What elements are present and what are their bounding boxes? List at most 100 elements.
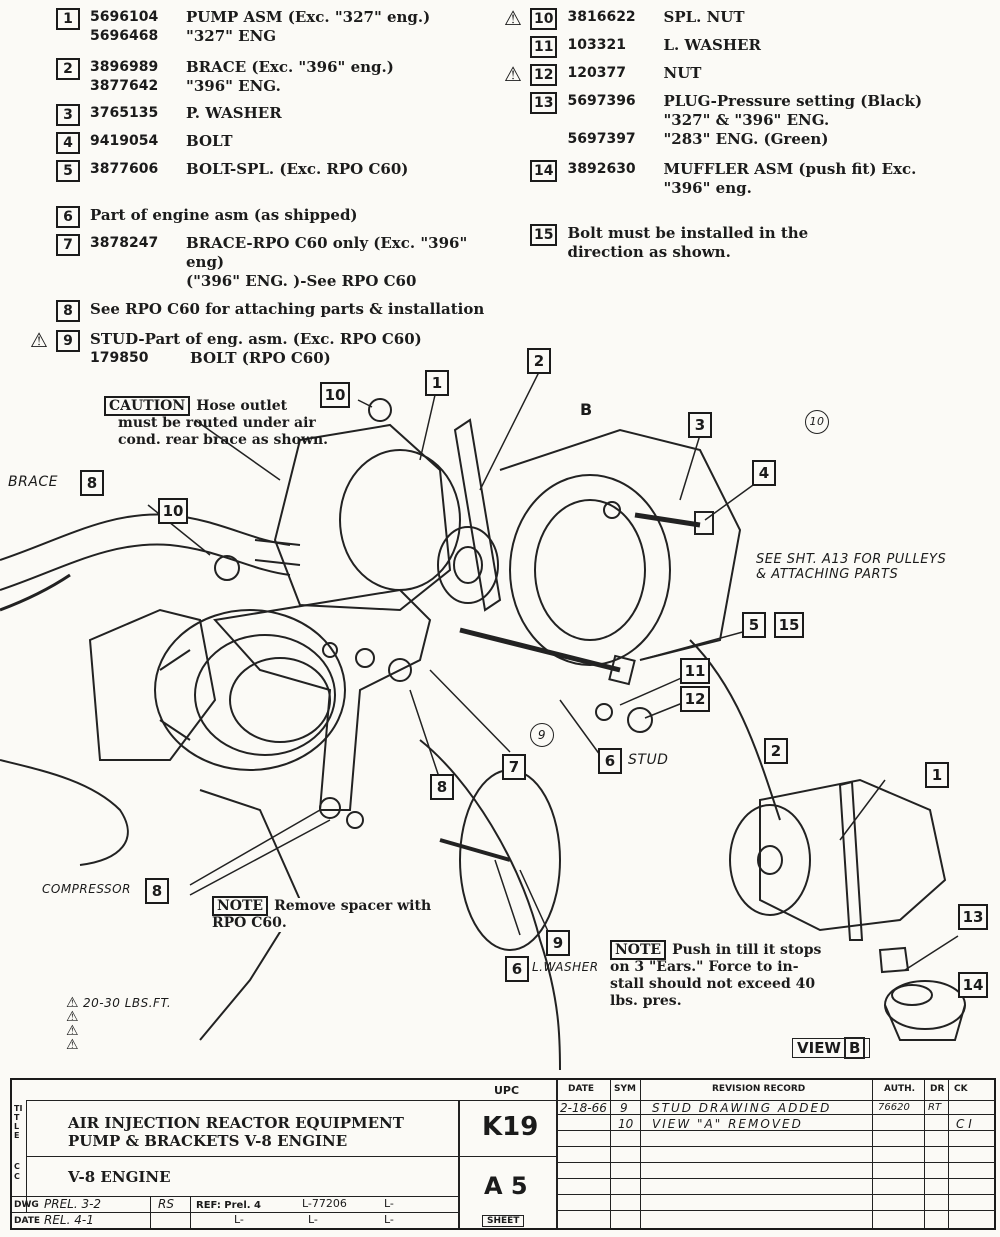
view-b-arrow-label: B bbox=[580, 400, 593, 419]
ref-number: L- bbox=[308, 1213, 318, 1226]
divider bbox=[610, 1080, 611, 1228]
item-number: 15 bbox=[530, 224, 558, 246]
part-description: See RPO C60 for attaching parts & instal… bbox=[90, 300, 485, 318]
part-description: BRACE (Exc. "396" eng.)"396" ENG. bbox=[186, 58, 394, 95]
part-description: SPL. NUT bbox=[663, 8, 745, 26]
part-row-4: 4 9419054 BOLT bbox=[56, 132, 233, 154]
note-tag: NOTE bbox=[212, 896, 269, 916]
part-number: 3816622 bbox=[567, 9, 636, 25]
callout-15: 15 bbox=[774, 612, 804, 638]
revision-auth: 76620 bbox=[878, 1102, 910, 1113]
ck-header: CK bbox=[954, 1084, 968, 1094]
warning-triangle-icon: ⚠ bbox=[504, 62, 522, 86]
date-label: DATE bbox=[14, 1216, 41, 1226]
divider bbox=[190, 1196, 191, 1228]
torque-spec: ⚠ 20-30 LBS.FT. ⚠ ⚠ ⚠ bbox=[66, 995, 172, 1053]
compressor-label: COMPRESSOR bbox=[42, 882, 131, 896]
callout-6: 6 bbox=[598, 748, 622, 774]
revision-header: REVISION RECORD bbox=[712, 1084, 806, 1094]
part-row-7: 7 3878247 BRACE-RPO C60 only (Exc. "396"… bbox=[56, 234, 467, 291]
part-row-8: 8 See RPO C60 for attaching parts & inst… bbox=[56, 300, 484, 322]
circle-label: 9 bbox=[530, 723, 554, 747]
ref-number: L- bbox=[384, 1197, 394, 1210]
callout-10: 10 bbox=[320, 382, 350, 408]
part-row-6: 6 Part of engine asm (as shipped) bbox=[56, 206, 358, 228]
item-number: 7 bbox=[56, 234, 80, 256]
see-sheet-note: SEE SHT. A13 FOR PULLEYS & ATTACHING PAR… bbox=[756, 552, 947, 582]
item-number: 12 bbox=[530, 64, 558, 86]
drawing-title-line2: PUMP & BRACKETS V-8 ENGINE bbox=[68, 1132, 348, 1150]
sheet-code: A 5 bbox=[484, 1172, 528, 1200]
lock-washer-label: L.WASHER bbox=[532, 960, 599, 974]
part-row-11: 11 103321 L. WASHER bbox=[530, 36, 761, 58]
brace-label: BRACE bbox=[8, 474, 59, 490]
callout-2b: 2 bbox=[764, 738, 788, 764]
part-number: 120377 bbox=[567, 65, 626, 81]
callout-8: 8 bbox=[80, 470, 104, 496]
part-description: BOLT bbox=[186, 132, 233, 150]
part-number: 3765135 bbox=[90, 105, 159, 121]
title-block: UPC DATE SYM REVISION RECORD AUTH. DR CK… bbox=[10, 1078, 996, 1230]
item-number: 10 bbox=[530, 8, 558, 30]
ref-number: L- bbox=[384, 1213, 394, 1226]
callout-13: 13 bbox=[958, 904, 988, 930]
divider bbox=[12, 1196, 458, 1197]
cc-side-label: C C bbox=[14, 1162, 20, 1181]
revision-sym: 10 bbox=[618, 1117, 634, 1131]
part-description: MUFFLER ASM (push fit) Exc."396" eng. bbox=[663, 160, 917, 197]
part-row-5: 5 3877606 BOLT-SPL. (Exc. RPO C60) bbox=[56, 160, 408, 182]
item-number: 3 bbox=[56, 104, 80, 126]
divider bbox=[640, 1080, 641, 1228]
divider bbox=[556, 1210, 996, 1211]
warning-triangle-icon: ⚠ bbox=[66, 1037, 79, 1053]
item-number: 1 bbox=[56, 8, 80, 30]
ref-number: L-77206 bbox=[302, 1197, 347, 1210]
part-description: P. WASHER bbox=[186, 104, 282, 122]
item-number: 14 bbox=[530, 160, 558, 182]
callout-8b: 8 bbox=[430, 774, 454, 800]
dwg-label: DWG bbox=[14, 1200, 39, 1210]
upc-header: UPC bbox=[494, 1084, 520, 1097]
callout-14: 14 bbox=[958, 972, 988, 998]
divider bbox=[26, 1156, 458, 1157]
divider bbox=[458, 1100, 460, 1228]
callout-8c: 8 bbox=[145, 878, 169, 904]
revision-date: 2-18-66 bbox=[560, 1101, 607, 1115]
drafter-initials: RS bbox=[158, 1197, 174, 1211]
callout-9: 9 bbox=[546, 930, 570, 956]
part-description: PUMP ASM (Exc. "327" eng.)"327" ENG bbox=[186, 8, 431, 45]
divider bbox=[556, 1130, 996, 1131]
callout-6b: 6 bbox=[505, 956, 529, 982]
divider bbox=[948, 1080, 949, 1228]
revision-desc: STUD DRAWING ADDED bbox=[652, 1101, 832, 1115]
exploded-view-drawing: 10 9 B 1 2 10 3 4 8 10 5 15 11 12 2 1 7 … bbox=[0, 340, 1000, 1070]
divider bbox=[150, 1196, 151, 1228]
callout-11: 11 bbox=[680, 658, 710, 684]
item-number: 6 bbox=[56, 206, 80, 228]
item-number: 11 bbox=[530, 36, 558, 58]
divider bbox=[556, 1080, 558, 1228]
part-number: 3878247 bbox=[90, 235, 159, 251]
item-number: 2 bbox=[56, 58, 80, 80]
part-description: PLUG-Pressure setting (Black)"327" & "39… bbox=[663, 92, 923, 148]
part-number: 3877606 bbox=[90, 161, 159, 177]
dr-header: DR bbox=[930, 1084, 945, 1094]
divider bbox=[556, 1114, 996, 1115]
stud-label: STUD bbox=[628, 752, 669, 768]
part-row-3: 3 3765135 P. WASHER bbox=[56, 104, 282, 126]
callout-1: 1 bbox=[425, 370, 449, 396]
ref-number: L- bbox=[234, 1213, 244, 1226]
callout-2: 2 bbox=[527, 348, 551, 374]
part-description: BRACE-RPO C60 only (Exc. "396"eng)("396"… bbox=[186, 234, 468, 290]
warning-triangle-icon: ⚠ bbox=[66, 995, 79, 1011]
ref-label: REF: Prel. 4 bbox=[196, 1200, 262, 1211]
sym-header: SYM bbox=[614, 1084, 636, 1094]
revision-ck: C I bbox=[956, 1117, 972, 1131]
